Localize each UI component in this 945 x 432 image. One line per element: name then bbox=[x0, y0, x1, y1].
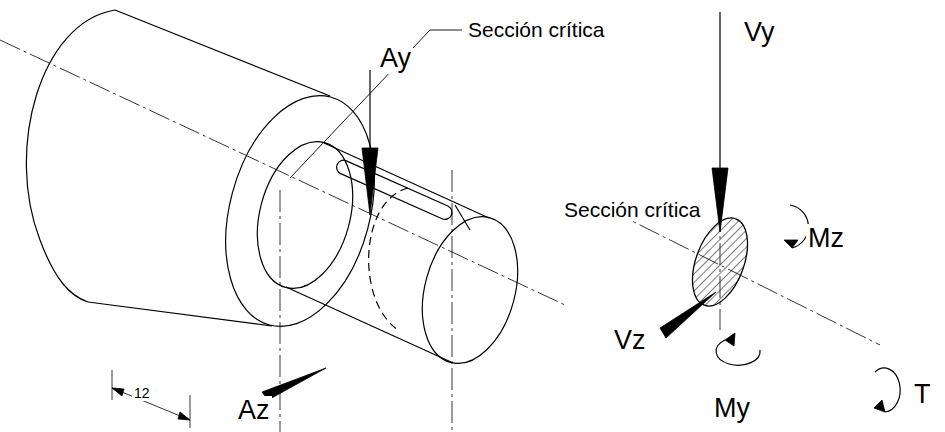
section-label: Sección crítica bbox=[562, 198, 703, 221]
moment-label: My bbox=[712, 394, 752, 424]
force-label: Vy bbox=[742, 18, 777, 48]
dimension-number: 12 bbox=[132, 386, 152, 401]
force-label: Vz bbox=[612, 326, 648, 356]
moment-label: Mz bbox=[806, 224, 846, 254]
section-label: Sección crítica bbox=[466, 18, 607, 41]
force-label: Ay bbox=[378, 44, 413, 74]
torque-label: T bbox=[912, 380, 933, 410]
force-label: Az bbox=[236, 396, 272, 426]
